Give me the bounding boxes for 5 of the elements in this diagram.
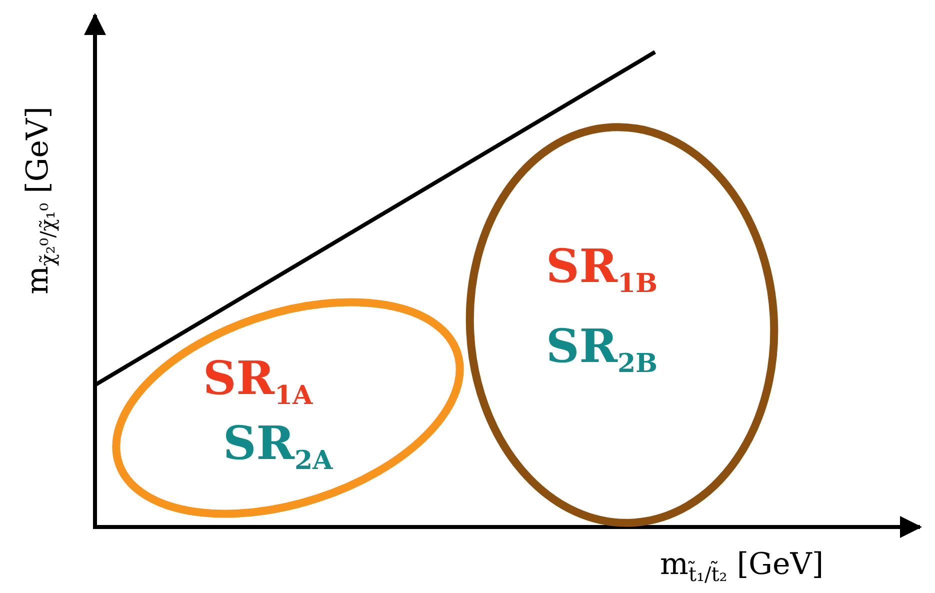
region-label: SR$_{2B}$ [546,323,658,378]
region-label: SR$_{2A}$ [223,420,333,474]
region-label: SR$_{1B}$ [546,243,658,298]
x-axis-label: m$_{t̃₁/t̃₂}$ [GeV] [660,546,824,586]
region-label: SR$_{1A}$ [203,355,313,410]
